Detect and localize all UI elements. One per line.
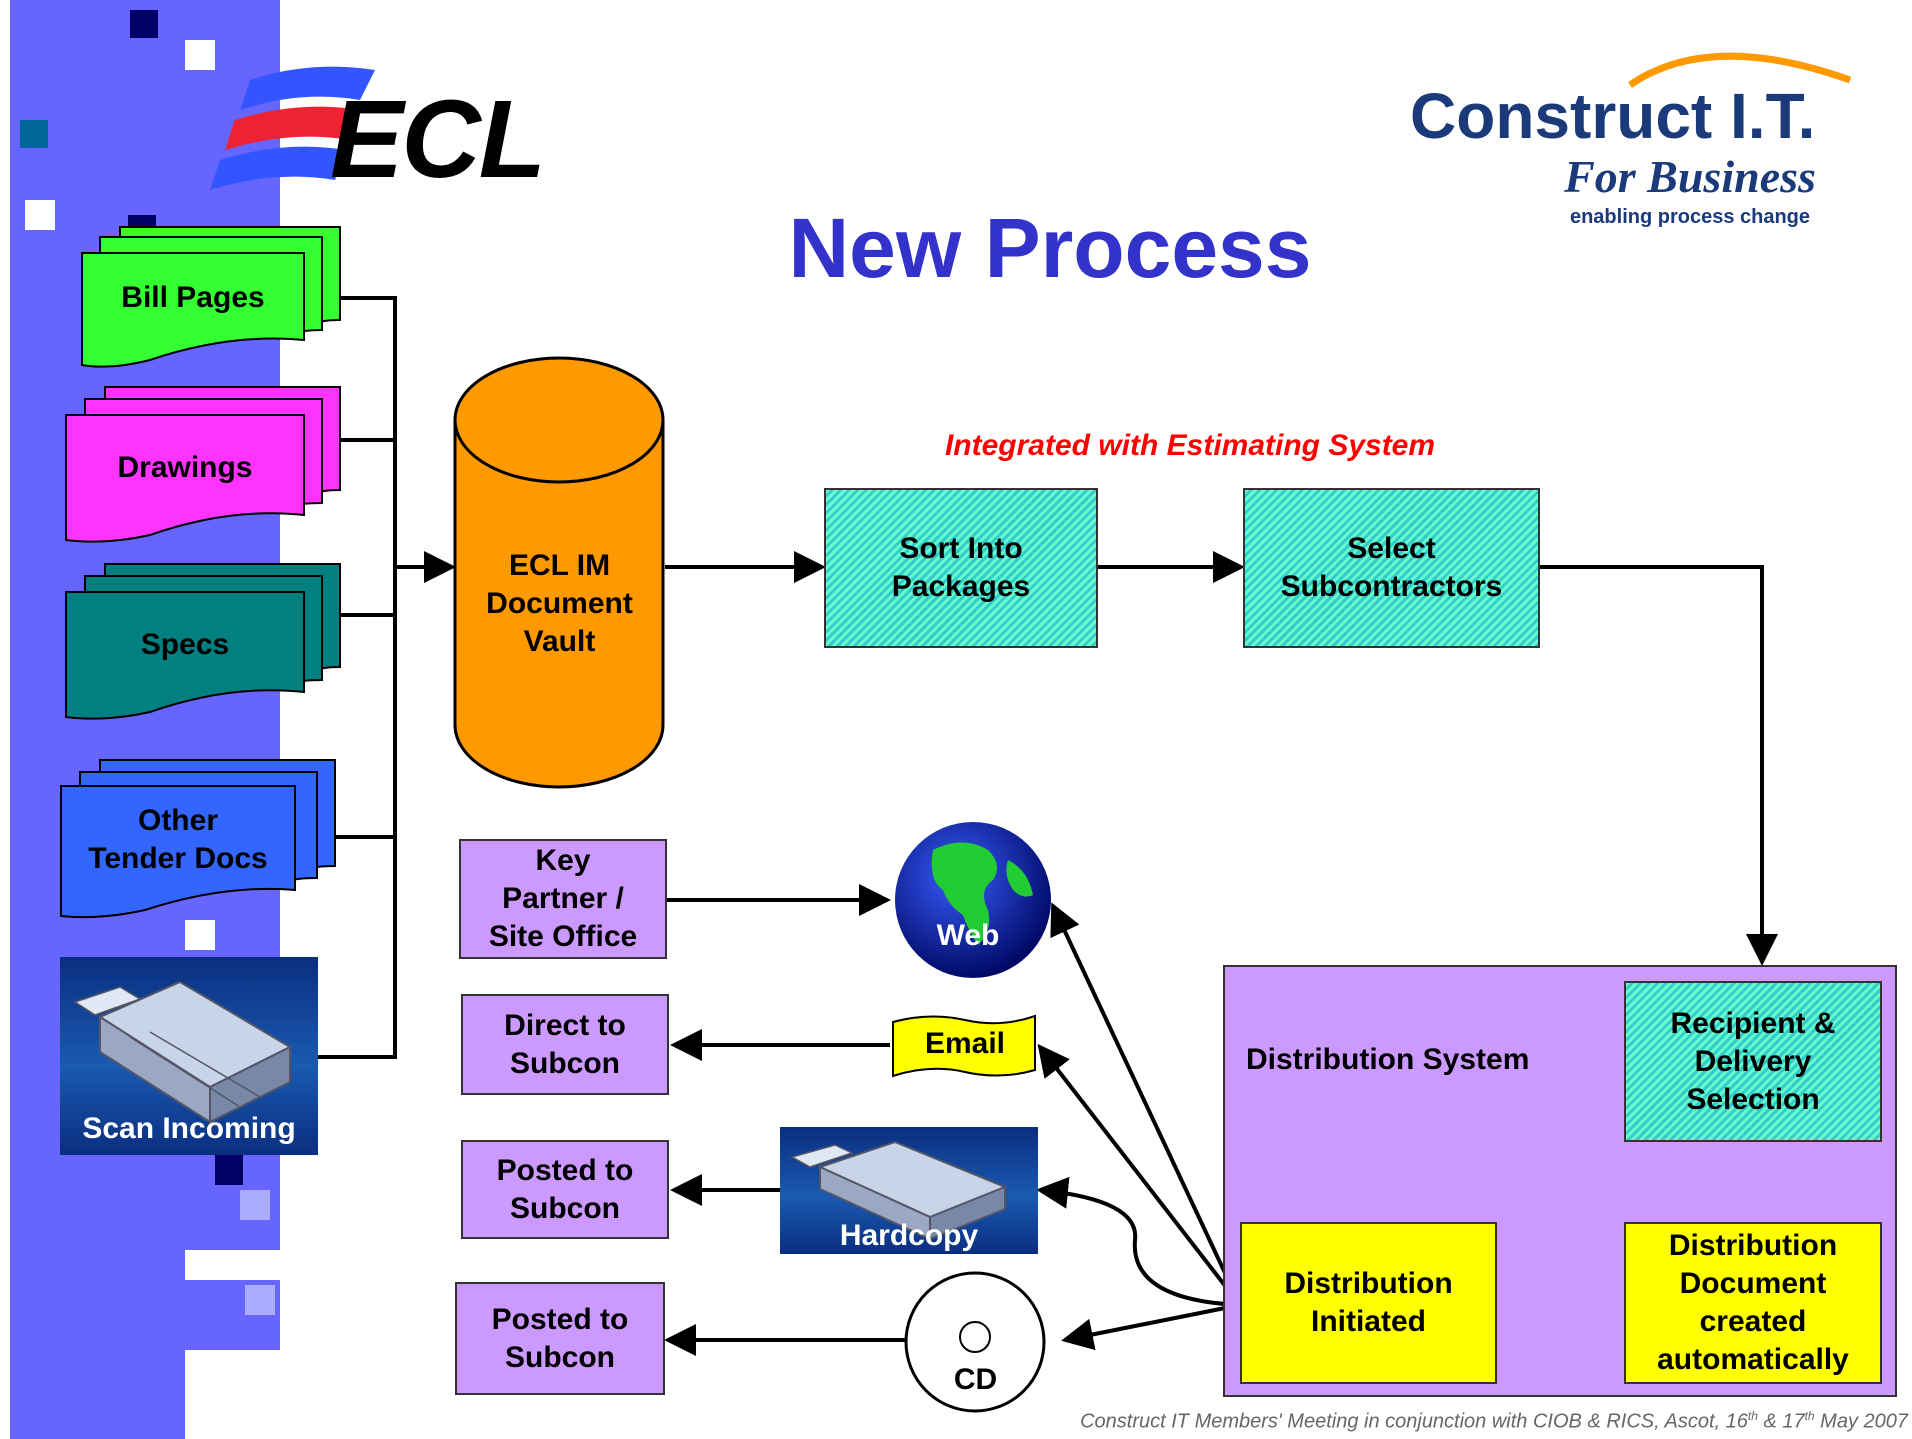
sort-into-packages-label: Sort Into Packages xyxy=(891,532,1031,603)
email-note-icon xyxy=(892,1014,1036,1078)
posted-to-subcon-label-2: Posted to Subcon xyxy=(491,1302,629,1374)
arc-icon xyxy=(1628,52,1852,88)
direct-to-subcon-box: Direct to Subcon xyxy=(461,994,669,1095)
printer-icon xyxy=(790,1140,1008,1241)
vault-label: ECL IM Document Vault xyxy=(486,549,633,658)
other-tender-label: Other Tender Docs xyxy=(88,804,268,875)
for-business-text: For Business xyxy=(1564,151,1816,202)
hardcopy-label: Hardcopy xyxy=(839,1219,979,1252)
globe-icon xyxy=(895,822,1051,978)
bill-pages-stack xyxy=(81,226,341,368)
cd-label: CD xyxy=(953,1363,998,1396)
posted-to-subcon-box-2: Posted to Subcon xyxy=(455,1282,665,1395)
sort-into-packages-box: Sort Into Packages xyxy=(824,488,1098,648)
distribution-document-label: Distribution Document created automatica… xyxy=(1657,1229,1849,1376)
key-partner-label: Key Partner / Site Office xyxy=(488,844,638,953)
footer-end: May 2007 xyxy=(1814,1410,1908,1433)
select-subcontractors-label: Select Subcontractors xyxy=(1280,532,1503,603)
recipient-selection-box: Recipient & Delivery Selection xyxy=(1624,981,1882,1142)
scan-incoming-label: Scan Incoming xyxy=(82,1112,296,1145)
tagline-text: enabling process change xyxy=(1569,206,1811,228)
ecl-wordmark: ECL xyxy=(330,78,546,201)
specs-label: Specs xyxy=(140,628,230,661)
drawings-label: Drawings xyxy=(117,451,253,484)
direct-to-subcon-label: Direct to Subcon xyxy=(504,1008,626,1080)
footer-sup-1: th xyxy=(1747,1409,1758,1423)
cd-icon xyxy=(904,1271,1046,1413)
web-label: Web xyxy=(936,919,1000,952)
distribution-system-label: Distribution System xyxy=(1246,1043,1530,1076)
distribution-initiated-label: Distribution Initiated xyxy=(1284,1267,1453,1338)
distribution-initiated-box: Distribution Initiated xyxy=(1240,1222,1497,1384)
bill-pages-label: Bill Pages xyxy=(121,281,265,314)
footer-text: Construct IT Members' Meeting in conjunc… xyxy=(1080,1403,1908,1435)
posted-to-subcon-box-1: Posted to Subcon xyxy=(461,1140,669,1239)
document-vault-cylinder xyxy=(453,356,665,789)
page-title: New Process xyxy=(788,201,1312,295)
construct-it-logo: Construct I.T. For Business enabling pro… xyxy=(1410,30,1910,240)
integration-note: Integrated with Estimating System xyxy=(944,429,1436,462)
footer-main: Construct IT Members' Meeting in conjunc… xyxy=(1080,1410,1748,1433)
ecl-flag-icon xyxy=(210,66,375,190)
scanner-icon xyxy=(73,980,293,1124)
drawings-stack xyxy=(65,386,341,543)
footer-mid: & 17 xyxy=(1757,1410,1805,1433)
construct-it-wordmark: Construct I.T. xyxy=(1410,80,1816,152)
footer-sup-2: th xyxy=(1804,1409,1815,1423)
posted-to-subcon-label-1: Posted to Subcon xyxy=(496,1153,634,1225)
ecl-logo: ECL xyxy=(210,55,570,205)
distribution-document-box: Distribution Document created automatica… xyxy=(1624,1222,1882,1384)
select-subcontractors-box: Select Subcontractors xyxy=(1243,488,1540,648)
specs-stack xyxy=(65,563,341,720)
other-tender-stack xyxy=(60,759,336,919)
recipient-selection-label: Recipient & Delivery Selection xyxy=(1670,1006,1836,1116)
scan-incoming-image: Scan Incoming xyxy=(60,957,318,1155)
email-label: Email xyxy=(924,1027,1006,1060)
hardcopy-image: Hardcopy xyxy=(780,1127,1038,1254)
key-partner-box: Key Partner / Site Office xyxy=(459,839,667,959)
